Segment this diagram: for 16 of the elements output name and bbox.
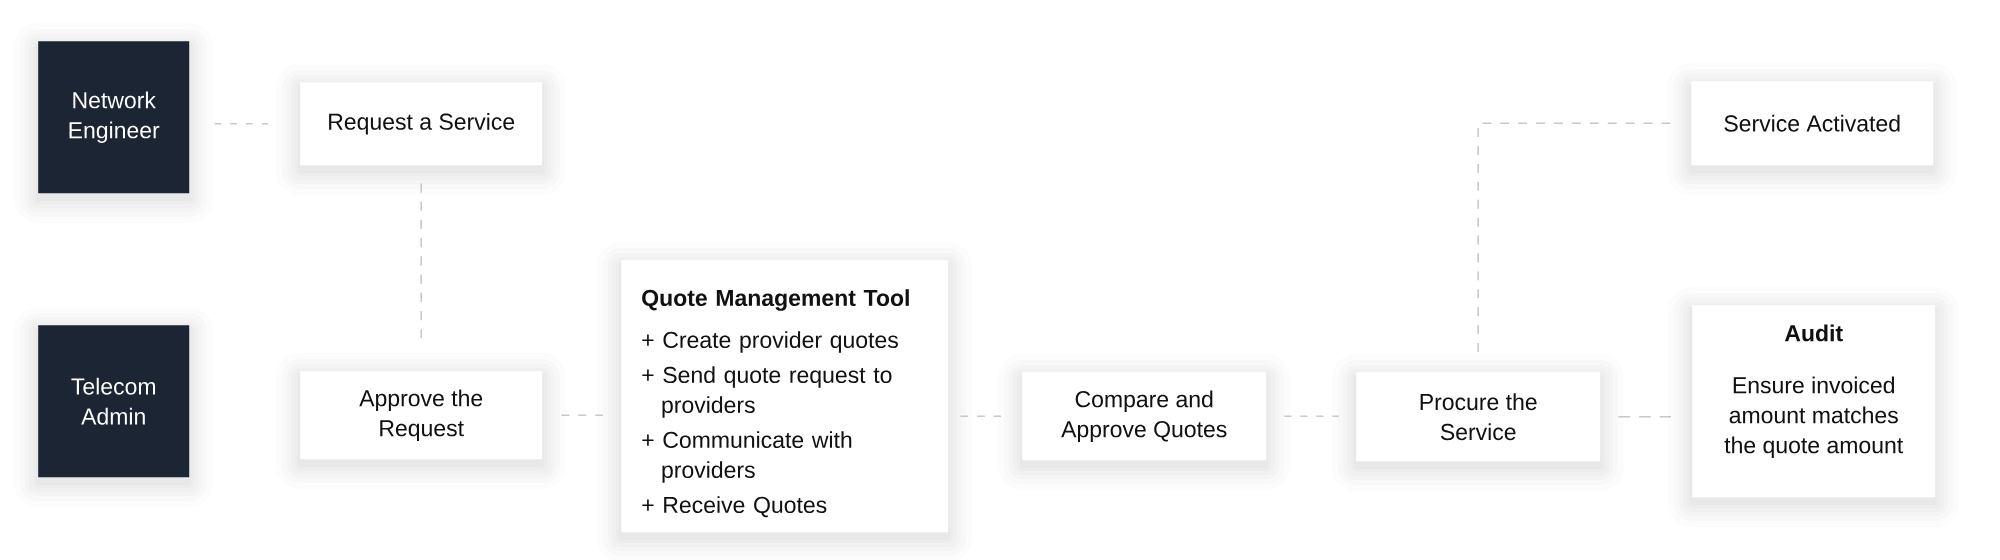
process-box: Compare and Approve Quotes xyxy=(1022,372,1267,461)
process-box: Approve the Request xyxy=(300,371,543,460)
role-box: Telecom Admin xyxy=(38,325,190,478)
role-box: Network Engineer xyxy=(38,41,190,194)
connector-line xyxy=(213,122,269,125)
connector-line xyxy=(560,414,604,416)
process-box: Procure the Service xyxy=(1356,372,1601,462)
process-box: Request a Service xyxy=(300,82,543,166)
connector-line xyxy=(1477,122,1671,353)
process-box: Service Activated xyxy=(1691,81,1934,166)
detail-box: Quote Management Tool + Create provider quotes + Send quote request to providers + Communicate with providers + Receive Quotes xyxy=(621,260,949,533)
connector-line xyxy=(420,182,422,339)
connector-line xyxy=(959,415,1002,417)
connector-line xyxy=(1283,415,1340,417)
detail-box: Audit Ensure invoiced amount matches the quote amount xyxy=(1692,305,1936,498)
connector-line xyxy=(1617,415,1672,418)
